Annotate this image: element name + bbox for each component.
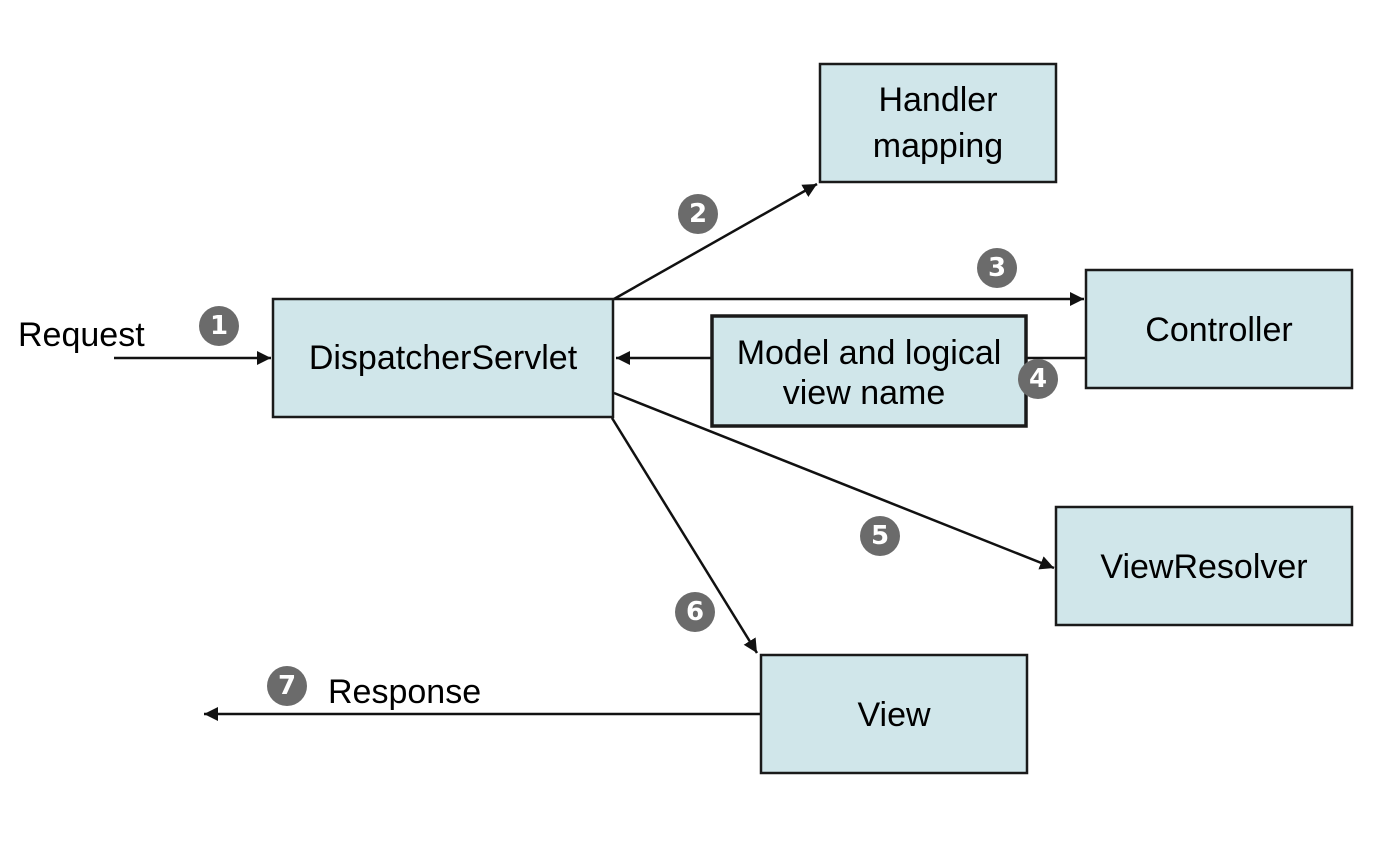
controller-label: Controller — [1145, 311, 1292, 349]
step-number-4: 4 — [1029, 364, 1047, 394]
step-number-3: 3 — [988, 253, 1006, 283]
model-view-name-label-line-1: Model and logical — [737, 334, 1002, 372]
view-label: View — [857, 696, 931, 734]
step-badge-2: 2 — [678, 194, 718, 234]
step-badge-3: 3 — [977, 248, 1017, 288]
view-node: View — [759, 653, 1029, 775]
handler-mapping-arrow — [613, 182, 818, 301]
controller-node: Controller — [1084, 268, 1354, 390]
step-number-5: 5 — [871, 521, 889, 551]
view-resolver-arrow — [613, 391, 1055, 570]
step-badge-1: 1 — [199, 306, 239, 346]
step-number-1: 1 — [210, 311, 228, 341]
response-label: Response — [328, 673, 481, 711]
step-number-6: 6 — [686, 597, 704, 627]
handler-mapping-node: Handler mapping — [818, 62, 1058, 184]
dispatcher-servlet-label: DispatcherServlet — [309, 339, 578, 377]
step-badge-6: 6 — [675, 592, 715, 632]
handler-mapping-label-line-1: Handler — [878, 81, 997, 119]
step-number-2: 2 — [689, 199, 707, 229]
view-arrow — [610, 417, 759, 654]
handler-mapping-label-line-2: mapping — [873, 127, 1003, 165]
dispatcher-servlet-node: DispatcherServlet — [271, 297, 615, 419]
view-resolver-label: ViewResolver — [1100, 548, 1307, 586]
request-label: Request — [18, 316, 145, 354]
view-resolver-node: ViewResolver — [1054, 505, 1354, 627]
step-badge-7: 7 — [267, 666, 307, 706]
step-badge-4: 4 — [1018, 359, 1058, 399]
step-badge-5: 5 — [860, 516, 900, 556]
step-number-7: 7 — [278, 671, 296, 701]
model-view-name-node: Model and logical view name — [710, 314, 1028, 428]
model-view-name-label-line-2: view name — [783, 374, 946, 412]
